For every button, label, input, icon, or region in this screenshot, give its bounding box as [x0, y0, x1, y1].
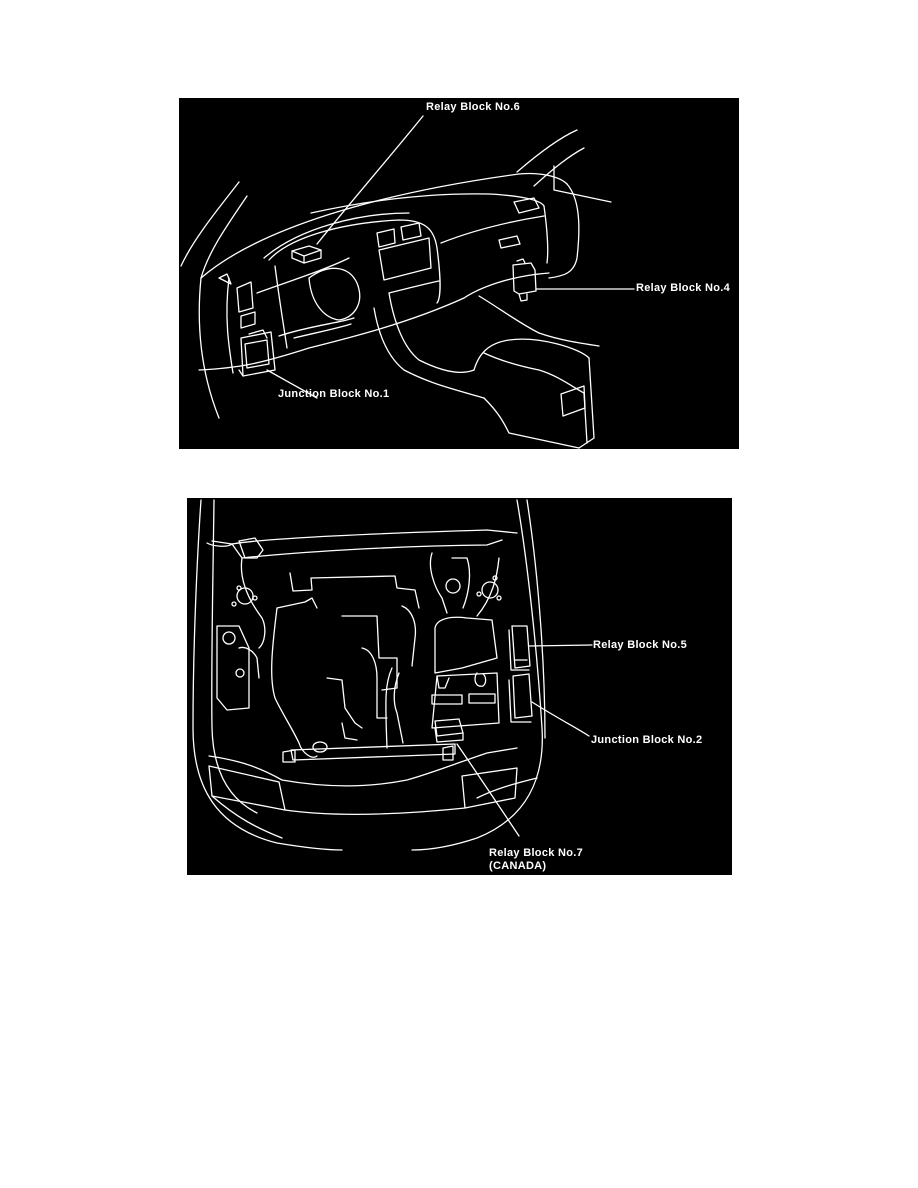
leader-relay-6: [316, 115, 424, 245]
leader-junction-1: [266, 369, 318, 399]
callout-relay-block-7: Relay Block No.7: [489, 847, 584, 859]
callout-relay-block-4: Relay Block No.4: [636, 282, 731, 294]
callout-relay-block-5: Relay Block No.5: [593, 639, 688, 651]
leader-relay-5: [528, 644, 593, 647]
callout-junction-block-2: Junction Block No.2: [591, 734, 703, 746]
engine-bay-line-drawing: [192, 499, 593, 851]
dashboard-diagram: Relay Block No.6 Relay Block No.4 Juncti…: [179, 98, 739, 449]
callout-relay-block-6: Relay Block No.6: [426, 101, 521, 113]
callout-canada-note: (CANADA): [489, 860, 547, 872]
dashboard-line-drawing: [180, 115, 635, 449]
leader-junction-2: [531, 701, 590, 737]
callout-junction-block-1: Junction Block No.1: [278, 388, 390, 400]
engine-bay-diagram: Relay Block No.5 Junction Block No.2 Rel…: [187, 498, 732, 875]
leader-relay-7: [456, 743, 520, 837]
